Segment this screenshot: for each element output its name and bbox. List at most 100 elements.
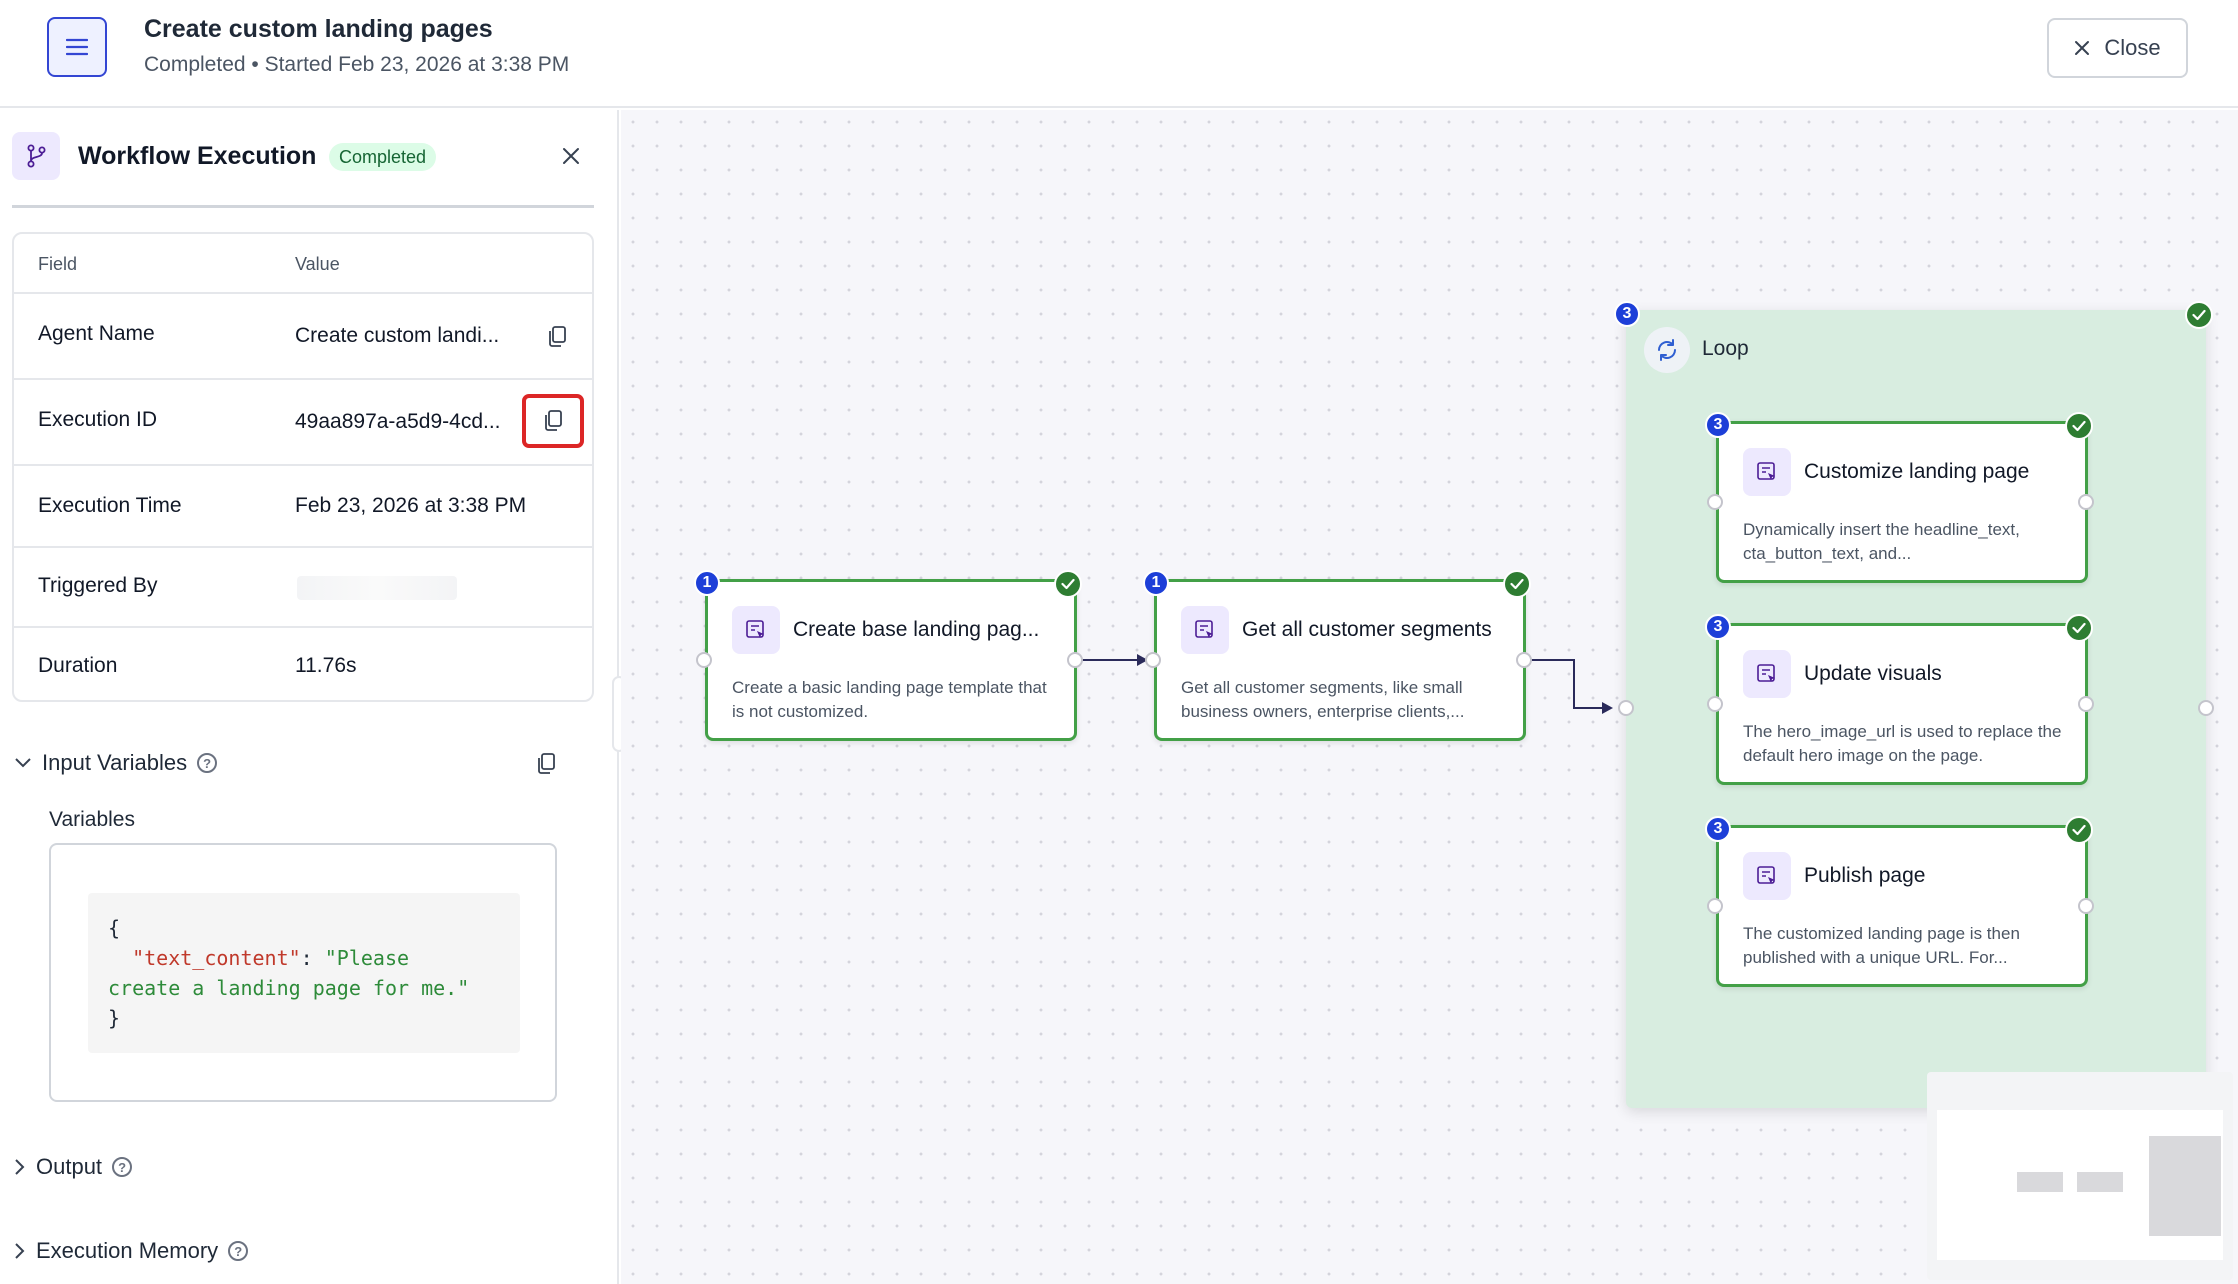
node-output-handle[interactable] [1516, 652, 1532, 668]
section-label: Input Variables [42, 750, 188, 775]
agent-task-icon [1743, 448, 1791, 496]
workflow-node[interactable]: Update visuals The hero_image_url is use… [1716, 623, 2088, 785]
panel-divider [12, 205, 594, 208]
minimap-node [2017, 1172, 2063, 1192]
check-icon [2065, 412, 2093, 440]
copy-icon [538, 753, 555, 774]
loop-refresh-icon [1644, 327, 1690, 373]
workflow-node[interactable]: Create base landing pag... Create a basi… [705, 579, 1077, 741]
field-name: Triggered By [38, 574, 158, 597]
panel-title: Workflow Execution [78, 142, 317, 170]
run-count-badge: 3 [1705, 614, 1731, 640]
output-toggle[interactable]: Output ? [14, 1154, 133, 1180]
section-label: Execution Memory [36, 1238, 219, 1263]
field-value: 49aa897a-a5d9-4cd... [295, 410, 501, 433]
workflow-branch-icon [12, 132, 60, 180]
loop-input-handle[interactable] [1618, 700, 1634, 716]
node-output-handle[interactable] [2078, 696, 2094, 712]
run-count-badge: 3 [1705, 816, 1731, 842]
check-icon [2065, 816, 2093, 844]
field-name: Execution ID [38, 408, 158, 431]
check-icon [2185, 301, 2213, 329]
node-input-handle[interactable] [696, 652, 712, 668]
workflow-node[interactable]: Get all customer segments Get all custom… [1154, 579, 1526, 741]
node-input-handle[interactable] [1145, 652, 1161, 668]
check-icon [2065, 614, 2093, 642]
node-output-handle[interactable] [2078, 898, 2094, 914]
copy-icon [549, 326, 566, 347]
minimap-viewport [1937, 1110, 2223, 1260]
execution-panel: Workflow Execution Completed Field Value… [0, 110, 619, 1284]
node-input-handle[interactable] [1707, 494, 1723, 510]
node-input-handle[interactable] [1707, 696, 1723, 712]
execution-memory-toggle[interactable]: Execution Memory ? [14, 1238, 249, 1264]
redacted-value [297, 576, 457, 600]
field-name: Agent Name [38, 322, 155, 345]
workflow-canvas[interactable]: Loop 3 Create base landing pag... Create… [621, 110, 2238, 1284]
loop-output-handle[interactable] [2198, 700, 2214, 716]
field-name: Execution Time [38, 494, 182, 517]
table-row: Triggered By [14, 548, 592, 628]
agent-task-icon [1743, 650, 1791, 698]
minimap[interactable] [1927, 1072, 2233, 1280]
minimap-loop [2149, 1136, 2221, 1236]
copy-execution-id-button[interactable] [522, 394, 584, 448]
table-row: Execution ID 49aa897a-a5d9-4cd... [14, 380, 592, 466]
node-description: The customized landing page is then publ… [1743, 924, 2020, 967]
field-value: Feb 23, 2026 at 3:38 PM [295, 494, 527, 517]
node-title: Publish page [1804, 864, 1926, 887]
close-icon [2075, 41, 2090, 55]
top-bar: Create custom landing pages Completed • … [0, 0, 2238, 108]
variables-label: Variables [49, 808, 135, 831]
node-title: Update visuals [1804, 662, 1942, 685]
help-icon[interactable]: ? [112, 1157, 133, 1177]
workflow-node[interactable]: Customize landing page Dynamically inser… [1716, 421, 2088, 583]
field-value: 11.76s [295, 654, 357, 677]
input-variables-toggle[interactable]: Input Variables ? [14, 750, 218, 776]
node-output-handle[interactable] [2078, 494, 2094, 510]
node-description: The hero_image_url is used to replace th… [1743, 722, 2062, 765]
node-title: Create base landing pag... [793, 618, 1040, 641]
help-icon[interactable]: ? [197, 753, 218, 773]
node-description: Get all customer segments, like small bu… [1181, 678, 1465, 721]
chevron-right-icon [15, 1159, 25, 1175]
close-button-label: Close [2104, 35, 2161, 60]
node-title: Customize landing page [1804, 460, 2030, 483]
node-description: Create a basic landing page template tha… [732, 678, 1047, 721]
column-header-field: Field [38, 254, 78, 274]
loop-label: Loop [1702, 337, 1749, 360]
column-header-value: Value [295, 254, 340, 274]
close-button[interactable]: Close [2047, 18, 2188, 78]
table-row: Execution Time Feb 23, 2026 at 3:38 PM [14, 466, 592, 548]
agent-task-icon [1743, 852, 1791, 900]
node-output-handle[interactable] [1067, 652, 1083, 668]
workflow-node[interactable]: Publish page The customized landing page… [1716, 825, 2088, 987]
table-row: Duration 11.76s [14, 628, 592, 702]
section-label: Output [36, 1154, 103, 1179]
agent-task-icon [1181, 606, 1229, 654]
menu-icon [66, 38, 88, 56]
copy-agent-name-button[interactable] [538, 318, 576, 356]
table-header: Field Value [14, 234, 592, 294]
variables-code-box: { "text_content": "Please create a landi… [49, 843, 557, 1102]
copy-variables-button[interactable] [527, 745, 565, 783]
run-count-badge: 3 [1705, 412, 1731, 438]
check-icon [1054, 570, 1082, 598]
status-badge: Completed [329, 143, 437, 171]
table-row: Agent Name Create custom landi... [14, 294, 592, 380]
node-description: Dynamically insert the headline_text, ct… [1743, 520, 2020, 563]
node-title: Get all customer segments [1242, 618, 1492, 641]
loop-count-badge: 3 [1614, 301, 1640, 327]
page-title: Create custom landing pages [144, 15, 493, 43]
node-input-handle[interactable] [1707, 898, 1723, 914]
chevron-right-icon [15, 1243, 25, 1259]
copy-icon [545, 410, 562, 431]
help-icon[interactable]: ? [228, 1241, 249, 1261]
execution-details-table: Field Value Agent Name Create custom lan… [12, 232, 594, 702]
variables-json: { "text_content": "Please create a landi… [88, 893, 520, 1053]
page-subtitle: Completed • Started Feb 23, 2026 at 3:38… [144, 53, 570, 76]
agent-task-icon [732, 606, 780, 654]
panel-close-button[interactable] [555, 140, 587, 172]
run-count-badge: 1 [694, 570, 720, 596]
menu-button[interactable] [47, 17, 107, 77]
